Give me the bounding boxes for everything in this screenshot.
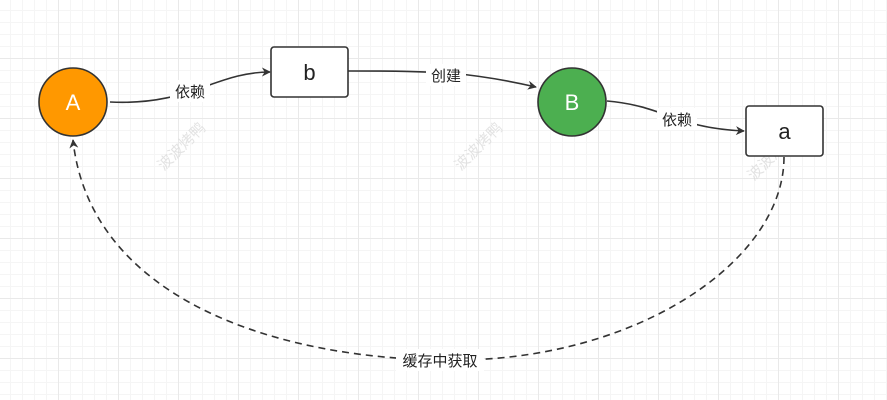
node-a-circle-label: A [66, 90, 81, 115]
node-a-circle[interactable]: A [38, 67, 108, 137]
node-b-box-label: b [303, 60, 315, 85]
watermark-2: 波波烤鸭 [451, 119, 506, 174]
watermark-1: 波波烤鸭 [154, 119, 209, 174]
edge-label-bg-a-to-b [170, 80, 210, 102]
node-b-circle-label: B [565, 90, 580, 115]
edge-label-bg-a-to-a [396, 349, 484, 371]
edge-label-a-to-b: 依赖 [175, 83, 205, 101]
edge-label-a-to-a: 缓存中获取 [402, 352, 477, 370]
node-a-box-label: a [778, 119, 791, 144]
edge-a-box-to-a-circle-dashed [69, 139, 785, 361]
node-b-circle[interactable]: B [537, 67, 607, 137]
edge-label-b-to-b: 创建 [431, 67, 461, 85]
edge-label-b-to-a: 依赖 [662, 111, 692, 129]
edge-label-bg-b-to-a [657, 108, 697, 130]
node-a-box[interactable]: a [745, 105, 824, 157]
node-b-box[interactable]: b [270, 46, 349, 98]
edge-label-bg-b-to-b [426, 64, 466, 86]
